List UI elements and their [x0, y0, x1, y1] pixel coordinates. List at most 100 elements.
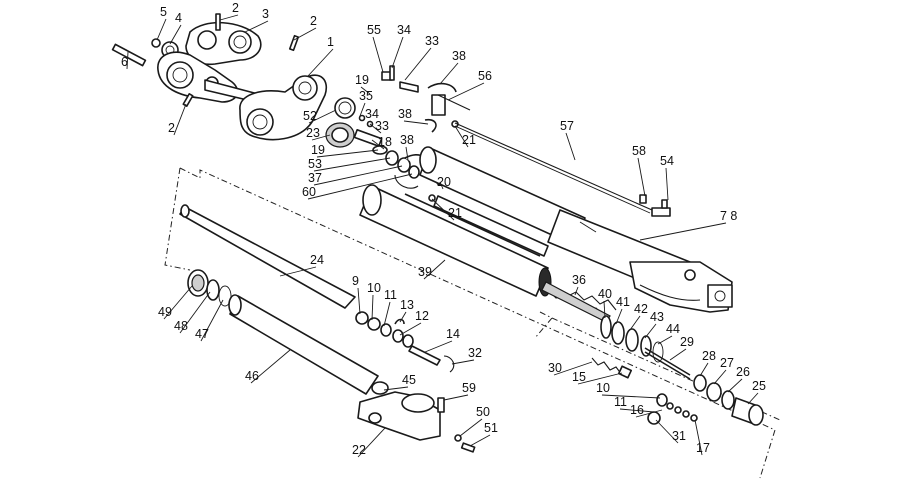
callout-label-c78: 7 8 — [720, 209, 737, 223]
callout-label-c21b: 21 — [448, 206, 462, 220]
leader-line-c21b — [431, 198, 455, 221]
leader-line-c21a — [454, 125, 469, 148]
callout-label-c2c: 2 — [168, 121, 175, 135]
callout-label-c24: 24 — [310, 253, 324, 267]
leader-line-c25 — [747, 392, 759, 405]
left-small-parts — [355, 311, 455, 373]
callout-label-c17: 17 — [696, 441, 710, 455]
leader-line-c6 — [126, 51, 129, 70]
leader-line-c37 — [313, 165, 403, 186]
callout-label-c34b: 34 — [365, 107, 379, 121]
callout-label-c57: 57 — [560, 119, 574, 133]
callout-label-c53: 53 — [308, 157, 322, 171]
leader-line-c30 — [553, 361, 593, 376]
leader-line-c53 — [313, 157, 391, 172]
leader-line-c46 — [250, 349, 291, 384]
leader-line-c2b — [293, 27, 317, 41]
leader-line-c26 — [727, 378, 743, 393]
callout-label-c5: 5 — [160, 5, 167, 19]
steering-small-parts — [325, 65, 471, 202]
leader-line-c39 — [423, 259, 446, 280]
leader-line-c13 — [399, 311, 407, 323]
callout-label-c29: 29 — [680, 335, 694, 349]
leader-line-c33b — [369, 123, 382, 134]
callout-label-c41: 41 — [616, 295, 630, 309]
callout-label-c27: 27 — [720, 356, 734, 370]
leader-line-c19b — [316, 149, 379, 158]
leader-line-c56 — [447, 82, 485, 101]
leader-line-c19a — [360, 86, 371, 95]
leader-line-c35 — [359, 102, 366, 117]
callout-label-c49: 49 — [158, 305, 172, 319]
callout-label-c1: 1 — [327, 35, 334, 49]
callout-label-c35: 35 — [359, 89, 373, 103]
callout-label-c38b: 38 — [398, 107, 412, 121]
left-fork-leg — [179, 204, 476, 453]
callout-label-c10a: 10 — [367, 281, 381, 295]
leader-line-c29 — [669, 348, 687, 361]
callout-label-c9: 9 — [352, 274, 359, 288]
callout-label-c6: 6 — [121, 55, 128, 69]
leader-line-c11a — [383, 301, 391, 327]
callout-label-c59: 59 — [462, 381, 476, 395]
callout-label-c12: 12 — [415, 309, 429, 323]
leader-line-c55 — [372, 36, 384, 73]
callout-label-c51: 51 — [484, 421, 498, 435]
leader-line-c47 — [200, 299, 224, 342]
leader-line-c10a — [371, 294, 374, 321]
callout-label-c10b: 10 — [596, 381, 610, 395]
leader-line-c41 — [615, 308, 623, 325]
callout-label-c11b: 11 — [614, 395, 627, 409]
leader-line-c11b — [619, 408, 655, 413]
callout-label-c50: 50 — [476, 405, 490, 419]
leader-line-c34a — [391, 36, 404, 69]
callout-label-c25: 25 — [752, 379, 766, 393]
callout-label-c38a: 38 — [452, 49, 466, 63]
leader-line-c3 — [244, 20, 269, 33]
leader-line-c16 — [635, 409, 663, 418]
center-fork-leg — [359, 184, 617, 323]
leader-line-c22 — [357, 427, 386, 458]
callout-label-c33b: 33 — [375, 119, 389, 133]
callout-label-c11a: 11 — [384, 288, 397, 302]
leader-line-c44 — [657, 335, 673, 345]
callout-label-c46: 46 — [245, 369, 259, 383]
right-fork-leg — [419, 146, 733, 313]
leader-line-c38b — [403, 120, 429, 125]
leader-line-c24 — [279, 266, 317, 277]
leader-line-c31 — [655, 419, 679, 444]
callout-label-c15: 15 — [572, 370, 586, 384]
callout-label-c45: 45 — [402, 373, 416, 387]
callout-label-c39: 39 — [418, 265, 432, 279]
callout-label-c44: 44 — [666, 322, 680, 336]
callout-label-c60: 60 — [302, 185, 316, 199]
leader-line-c14 — [424, 340, 453, 353]
cable-assembly — [454, 122, 671, 217]
callout-label-c2b: 2 — [310, 14, 317, 28]
leader-line-c48 — [179, 291, 211, 334]
leader-line-c9 — [357, 287, 361, 315]
leader-line-c27 — [713, 369, 727, 385]
callout-label-c26: 26 — [736, 365, 750, 379]
leader-line-c1 — [307, 48, 334, 77]
leader-line-c2a — [219, 14, 239, 21]
leader-line-c50 — [459, 418, 483, 437]
callout-label-c36: 36 — [572, 273, 586, 287]
callout-label-c55: 55 — [367, 23, 381, 37]
callout-label-c52: 52 — [303, 109, 317, 123]
callout-label-c23: 23 — [306, 126, 320, 140]
callout-label-c19a: 19 — [355, 73, 369, 87]
leader-line-c38c — [405, 146, 409, 161]
callout-label-c38c: 38 — [400, 133, 414, 147]
callout-label-c20: 20 — [437, 175, 451, 189]
callout-label-c40: 40 — [598, 287, 612, 301]
leader-line-c2c — [173, 103, 187, 136]
leader-line-c40 — [603, 300, 606, 319]
leader-line-c20 — [439, 181, 444, 190]
leader-line-c42 — [629, 315, 641, 331]
leader-line-c57 — [565, 132, 576, 161]
leader-line-c36 — [574, 286, 579, 296]
leader-line-c78 — [639, 222, 727, 241]
callout-label-c32: 32 — [468, 346, 482, 360]
